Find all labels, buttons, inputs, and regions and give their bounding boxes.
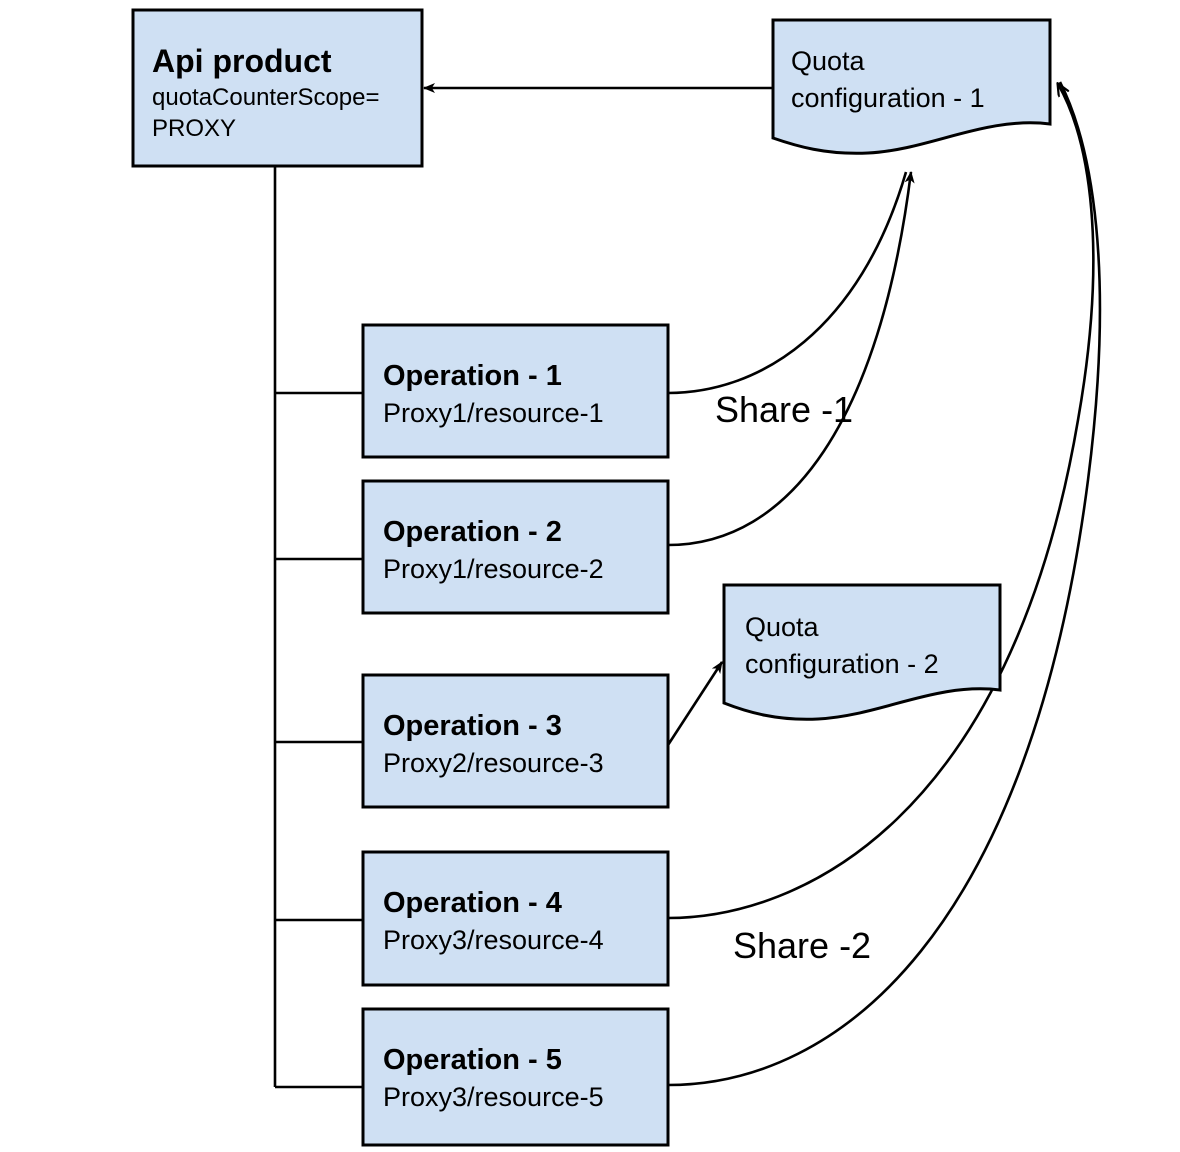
node-operation-3[interactable]: Operation - 3 Proxy2/resource-3 [361, 673, 670, 809]
node-quota-configuration-1[interactable]: Quota configuration - 1 [771, 18, 1052, 155]
operation-5-title: Operation - 5 [383, 1044, 562, 1076]
operation-2-box[interactable] [361, 479, 670, 615]
api-product-scope-line1: quotaCounterScope= [152, 84, 380, 111]
operation-1-sub: Proxy1/resource-1 [383, 398, 604, 428]
quota-configuration-1-line1: Quota [791, 46, 866, 76]
share-1-edges [667, 171, 915, 547]
edge-operation-5-to-quota1 [667, 81, 1102, 1087]
operation-5-sub: Proxy3/resource-5 [383, 1082, 604, 1112]
edge-label-share-2: Share -2 [733, 925, 871, 966]
share-2-edges [667, 81, 1102, 1087]
api-product-title: Api product [152, 43, 332, 79]
edge-label-share-1: Share -1 [715, 389, 853, 430]
quota-configuration-1-line2: configuration - 1 [791, 83, 985, 113]
edge-operation-3-to-quota2 [666, 661, 724, 746]
api-product-scope-line2: PROXY [152, 115, 236, 142]
operation-4-box[interactable] [361, 850, 670, 987]
node-api-product[interactable]: Api product quotaCounterScope= PROXY [131, 8, 424, 168]
operation-3-box[interactable] [361, 673, 670, 809]
node-quota-configuration-2[interactable]: Quota configuration - 2 [722, 583, 1002, 721]
operation-3-sub: Proxy2/resource-3 [383, 748, 604, 778]
edge-operation-2-to-quota1 [667, 171, 915, 547]
operation-1-title: Operation - 1 [383, 360, 562, 392]
operation-4-sub: Proxy3/resource-4 [383, 925, 604, 955]
operation-2-title: Operation - 2 [383, 516, 562, 548]
operation-1-box[interactable] [361, 323, 670, 459]
node-operation-5[interactable]: Operation - 5 Proxy3/resource-5 [361, 1007, 670, 1147]
operation-3-title: Operation - 3 [383, 710, 562, 742]
edge-operation-4-to-quota1 [667, 84, 1095, 920]
edge-operation-1-to-quota1 [667, 171, 908, 395]
quota-configuration-2-shape[interactable] [722, 583, 1002, 721]
api-product-box[interactable] [131, 8, 424, 168]
quota-configuration-2-line2: configuration - 2 [745, 649, 939, 679]
quota-configuration-1-shape[interactable] [771, 18, 1052, 155]
operation-4-title: Operation - 4 [383, 887, 562, 919]
operation-2-sub: Proxy1/resource-2 [383, 554, 604, 584]
operation-5-box[interactable] [361, 1007, 670, 1147]
node-operation-4[interactable]: Operation - 4 Proxy3/resource-4 [361, 850, 670, 987]
node-operation-2[interactable]: Operation - 2 Proxy1/resource-2 [361, 479, 670, 615]
node-operation-1[interactable]: Operation - 1 Proxy1/resource-1 [361, 323, 670, 459]
quota-configuration-2-line1: Quota [745, 612, 820, 642]
product-to-operations-tree [273, 166, 363, 1089]
